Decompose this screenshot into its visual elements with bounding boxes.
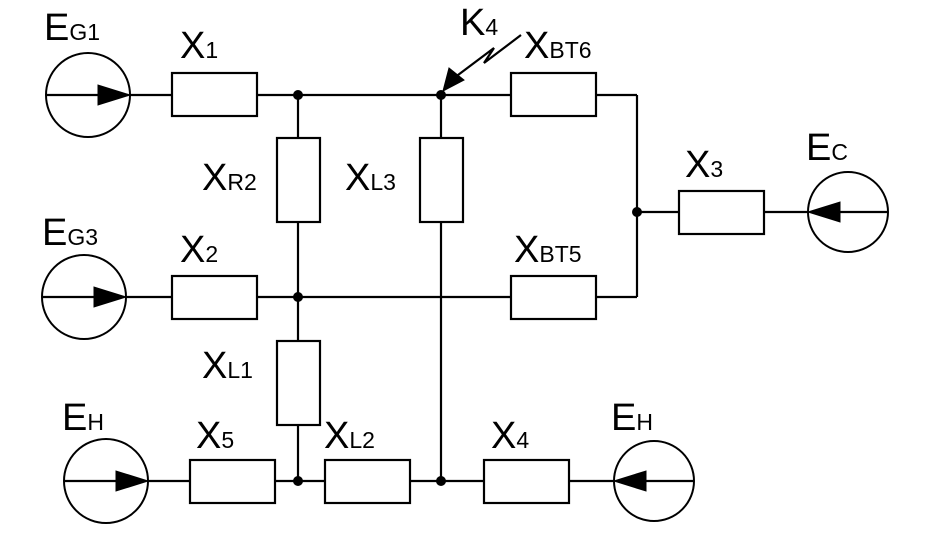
source-eh-left (63, 438, 150, 524)
resistor-x1 (170, 71, 259, 118)
label-xl1: XL1 (202, 345, 253, 387)
resistor-x4 (482, 458, 571, 505)
resistor-xr2 (275, 136, 322, 224)
source-eg3 (41, 254, 128, 340)
label-xl2: XL2 (324, 415, 375, 457)
label-x4: X4 (491, 415, 529, 457)
label-x1: X1 (180, 25, 218, 67)
resistor-x2 (170, 274, 259, 321)
resistor-xbt5 (509, 274, 598, 321)
label-k4: K4 (460, 2, 498, 44)
source-eg1 (45, 52, 132, 138)
label-xbt6: XBT6 (524, 25, 592, 67)
label-x2: X2 (180, 229, 218, 271)
fault-k4-symbol (442, 34, 522, 92)
source-eh-right (612, 440, 695, 522)
label-x5: X5 (196, 415, 234, 457)
label-x3: X3 (685, 144, 723, 186)
source-ec (806, 171, 889, 253)
label-eg3: EG3 (42, 212, 98, 254)
junction-nodes (293, 90, 642, 486)
resistor-xl2 (323, 458, 412, 505)
label-xr2: XR2 (202, 157, 257, 199)
label-eg1: EG1 (44, 7, 100, 49)
label-ec: EC (806, 127, 848, 169)
label-xbt5: XBT5 (514, 229, 582, 271)
resistor-xl3 (418, 136, 465, 224)
resistor-xbt6 (509, 71, 598, 118)
resistor-xl1 (275, 339, 322, 427)
label-eh-left: EH (62, 397, 104, 439)
label-eh-right: EH (611, 397, 653, 439)
label-xl3: XL3 (345, 157, 396, 199)
resistor-x5 (188, 458, 277, 505)
resistor-x3 (677, 189, 766, 236)
